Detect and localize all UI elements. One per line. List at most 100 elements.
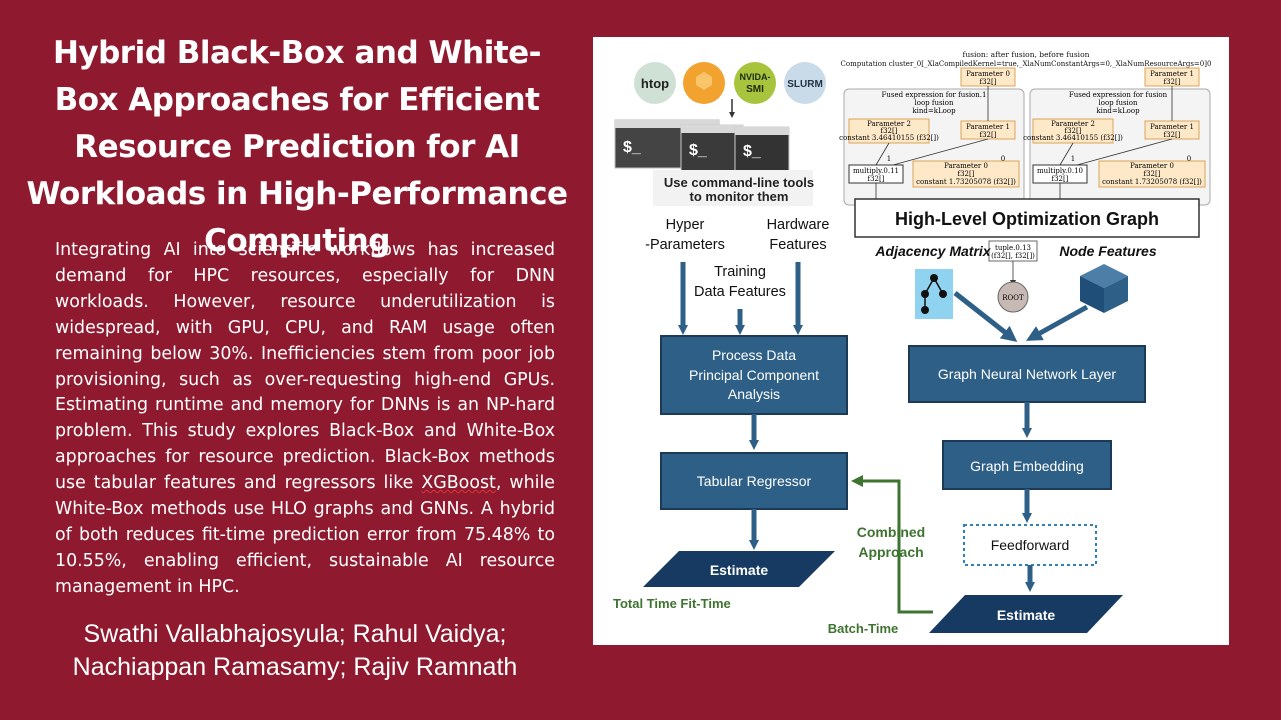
root-label: ROOT [1002,294,1024,302]
terminal-prompt-3: $_ [743,143,762,160]
hlo-edge-4 [892,138,989,166]
hlo-constant-b2: constant 1.73205078 (f32[]) [1102,178,1202,186]
hlo-param1-b-label: Parameter 1 [1150,123,1194,131]
root-node [997,281,1029,313]
hlo-edge-1a: 1 [887,155,891,163]
nvidia-label-2: SMI [746,84,764,95]
terminal-prompt-1: $_ [623,139,642,156]
hlo-param1-top-type: f32[] [1164,78,1181,86]
hlo-header-1: fusion: after fusion, before fusion [963,50,1090,59]
hlo-param0-a-type: f32[] [958,170,975,178]
hlo-constant-a2: constant 1.73205078 (f32[]) [916,178,1016,186]
estimate-right-label: Estimate [997,607,1056,623]
hlo-param1-a-label: Parameter 1 [966,123,1010,131]
slurm-icon [784,62,826,104]
hlo-edge-5 [1059,142,1074,166]
hlo-fused2-title: Fused expression for fusion [1069,91,1168,99]
gnn-layer-box [908,345,1146,403]
htop-label: htop [641,76,669,91]
hlo-edge-3 [875,142,890,166]
tabular-regressor-label: Tabular Regressor [697,473,812,489]
tool-icons: htop NVIDA- SMI SLURM [634,62,826,118]
slurm-label: SLURM [787,79,823,90]
total-time-label: Total Time Fit-Time [613,596,731,611]
hlo-edge-6 [1076,138,1173,166]
hlo-fused2-sub1: loop fusion [1098,99,1138,107]
estimate-left-label: Estimate [710,562,769,578]
hlo-multiply-11-type: f32[] [868,175,885,183]
hlo-title-box [854,198,1200,238]
hlo-edge-0b: 0 [1187,155,1191,163]
abstract: Integrating AI into scientific workflows… [55,238,555,601]
hlo-fused1-title: Fused expression for fusion.1 [882,91,987,99]
hlo-fused2-sub2: kind=kLoop [1096,107,1140,115]
process-data-box [660,335,848,415]
combined-arrow [851,475,933,614]
process-label-2: Principal Component [689,367,819,383]
tree-edge-2 [933,277,944,295]
hlo-multiply-10-type: f32[] [1052,175,1069,183]
hyper-label-1: Hyper [666,217,705,233]
process-label-1: Process Data [712,347,796,363]
combined-label-1: Combined [857,524,925,540]
hlo-param2-a [848,118,930,144]
tensorflow-shape [696,72,712,90]
authors: Swathi Vallabhajosyula; Rahul Vaidya; Na… [20,618,570,684]
terminal-1-bar [615,120,719,128]
hlo-param0-b [1098,160,1206,188]
hlo-edge-1b: 1 [1071,155,1075,163]
terminal-windows: $_ $_ $_ Use command-line tools to monit… [614,119,814,206]
gnn-layer-label: Graph Neural Network Layer [938,366,1117,382]
htop-icon [634,62,676,104]
cli-caption-2: to monitor them [690,189,789,204]
terminal-prompt-2: $_ [689,142,708,159]
estimate-left-shape [643,551,835,587]
training-label-2: Data Features [694,284,786,300]
hlo-param1-a-type: f32[] [980,131,997,139]
process-label-3: Analysis [728,386,780,402]
node-features-arrow [1026,304,1089,341]
tree-edge-1 [924,277,935,295]
feedforward-box [963,524,1097,566]
hlo-param0-b-type: f32[] [1144,170,1161,178]
feedforward-label: Feedforward [991,537,1070,553]
hlo-multiply-10-label: multiply.0.10 [1037,167,1083,175]
training-label-1: Training [714,264,766,280]
hlo-tuple-label: tuple.0.13 [995,244,1031,252]
hlo-param2-a-type: f32[] [881,127,898,135]
node-features-label: Node Features [1059,243,1156,259]
nvidia-label-1: NVIDA- [740,72,771,82]
hlo-multiply-11-label: multiply.0.11 [853,167,899,175]
hlo-param0-b-label: Parameter 0 [1130,162,1174,170]
nvidia-smi-icon [734,62,776,104]
adjacency-label: Adjacency Matrix [874,243,991,259]
graph-embedding-label: Graph Embedding [970,458,1084,474]
hlo-param0-top-type: f32[] [980,78,997,86]
hlo-constant-b1: constant 3.46410155 (f32[]) [1023,134,1123,142]
hlo-fused1-sub2: kind=kLoop [912,107,956,115]
terminal-2-bar [681,125,743,133]
poster-title: Hybrid Black-Box and White-Box Approache… [26,35,568,259]
authors-line-2: Nachiappan Ramasamy; Rajiv Ramnath [72,653,518,681]
hlo-graph: fusion: after fusion, before fusion Comp… [839,50,1212,313]
hlo-title: High-Level Optimization Graph [895,209,1159,229]
cli-caption-1: Use command-line tools [664,175,814,190]
authors-line-1: Swathi Vallabhajosyula; Rahul Vaidya; [83,620,507,648]
hlo-header-2: Computation cluster_0[_XlaCompiledKernel… [841,60,1212,68]
hlo-param2-b-type: f32[] [1065,127,1082,135]
abstract-text-2: , while White-Box methods use HLO graphs… [55,473,555,597]
hlo-edge-0a: 0 [1001,155,1005,163]
hardware-label-2: Features [769,237,826,253]
hyper-label-2: -Parameters [645,237,725,253]
cli-caption-bg [653,170,813,206]
hlo-param1-b-type: f32[] [1164,131,1181,139]
hlo-param0-a [912,160,1020,188]
xgboost-term: XGBoost [421,473,496,494]
hlo-param1-top-label: Parameter 1 [1150,70,1194,78]
hlo-param0-a-label: Parameter 0 [944,162,988,170]
adjacency-arrow [953,291,1018,342]
hlo-param2-b [1032,118,1114,144]
estimate-right-shape [929,595,1123,633]
hlo-fused1-sub1: loop fusion [914,99,954,107]
hlo-tuple-type: (f32[], f32[]) [991,252,1035,260]
